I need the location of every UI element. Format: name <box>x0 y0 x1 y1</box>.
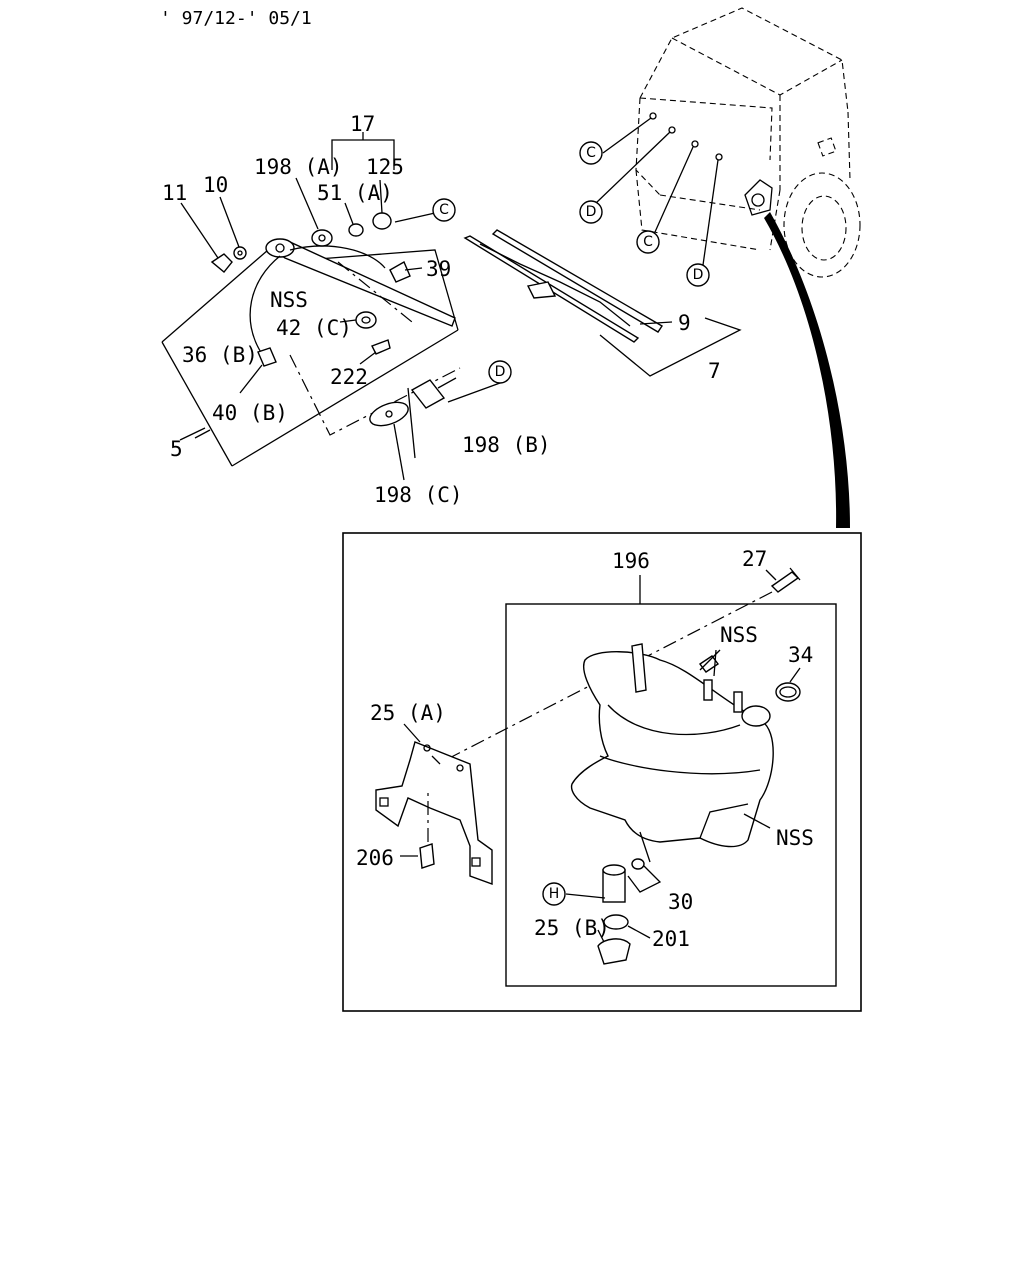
label-part-27: 27 <box>742 547 767 571</box>
label-part-125: 125 <box>366 155 404 179</box>
label-part-30: 30 <box>668 890 693 914</box>
label-part-222: 222 <box>330 365 368 389</box>
callout-c-1: C <box>579 141 603 165</box>
label-nss-tank: NSS <box>776 826 814 850</box>
label-part-40b: 40 (B) <box>212 401 288 425</box>
label-part-5: 5 <box>170 437 183 461</box>
label-part-7: 7 <box>708 359 721 383</box>
washer-tank-illustration <box>375 567 801 965</box>
label-nss-fitting: NSS <box>720 623 758 647</box>
label-part-51a: 51 (A) <box>317 181 393 205</box>
callout-c-3: C <box>432 198 456 222</box>
label-part-9: 9 <box>678 311 691 335</box>
svg-text:H: H <box>549 886 560 902</box>
label-part-198a: 198 (A) <box>254 155 343 179</box>
label-part-11: 11 <box>162 181 187 205</box>
label-part-10: 10 <box>203 173 228 197</box>
svg-text:D: D <box>586 204 597 220</box>
svg-text:C: C <box>439 202 449 218</box>
callout-d-1: D <box>579 200 603 224</box>
svg-text:D: D <box>495 364 506 380</box>
label-part-198b: 198 (B) <box>462 433 551 457</box>
callout-c-2: C <box>636 230 660 254</box>
label-part-198c: 198 (C) <box>374 483 463 507</box>
callout-d-3: D <box>488 360 512 384</box>
date-range-header: ' 97/12-' 05/1 <box>160 8 312 29</box>
wiper-blade-illustration <box>463 229 742 377</box>
label-nss-arm: NSS <box>270 288 308 312</box>
washer-tank-assembly-box <box>505 603 837 987</box>
label-part-17: 17 <box>350 112 375 136</box>
location-pointer-arrow <box>764 212 850 528</box>
label-part-42c: 42 (C) <box>276 316 352 340</box>
label-part-196: 196 <box>612 549 650 573</box>
label-part-25a: 25 (A) <box>370 701 446 725</box>
svg-text:C: C <box>643 234 653 250</box>
label-part-34: 34 <box>788 643 813 667</box>
label-part-36b: 36 (B) <box>182 343 258 367</box>
callout-d-2: D <box>686 263 710 287</box>
label-part-201: 201 <box>652 927 690 951</box>
label-part-39: 39 <box>426 257 451 281</box>
svg-text:C: C <box>586 145 596 161</box>
truck-cab-illustration <box>595 7 861 528</box>
washer-tank-detail-box <box>342 532 862 1012</box>
svg-text:D: D <box>693 267 704 283</box>
wiper-arm-assembly <box>161 132 501 481</box>
label-part-25b: 25 (B) <box>534 916 610 940</box>
callout-h: H <box>542 882 566 906</box>
label-part-206: 206 <box>356 846 394 870</box>
